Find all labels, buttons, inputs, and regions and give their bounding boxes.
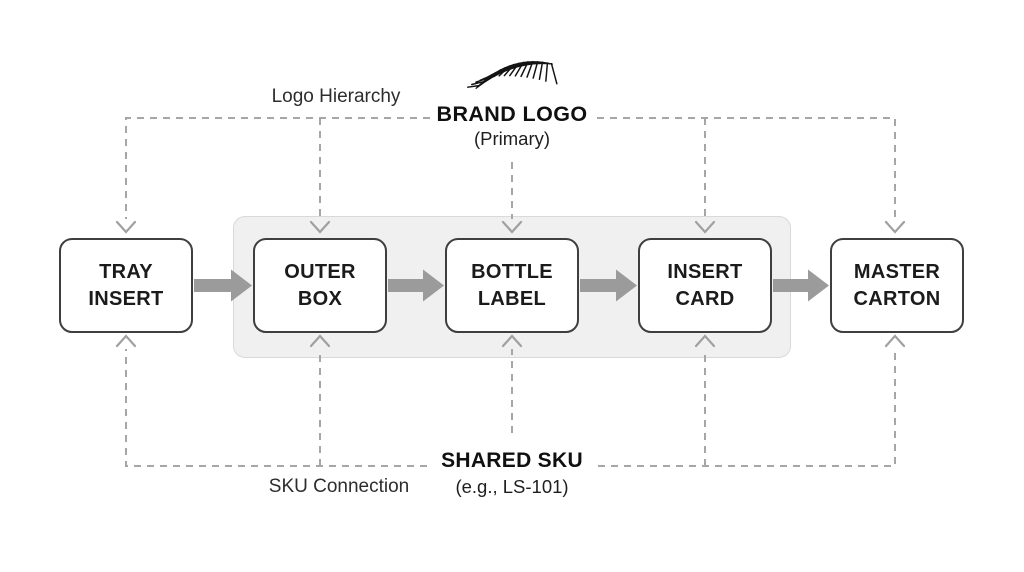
arrowhead-down-insert-card <box>694 220 716 234</box>
dashed-brand-to-master-carton <box>597 117 896 219</box>
eyelash-icon <box>464 48 561 94</box>
flow-arrow-tray-to-outer <box>194 269 252 302</box>
arrowhead-down-tray-insert <box>115 220 137 234</box>
node-master-carton: MASTER CARTON <box>830 238 964 333</box>
node-outer-box-label: OUTER BOX <box>284 261 356 310</box>
arrowhead-down-outer-box <box>309 220 331 234</box>
arrowhead-down-bottle-label <box>501 220 523 234</box>
brand-logo-title: BRAND LOGO <box>436 102 588 126</box>
arrowhead-down-master-carton <box>884 220 906 234</box>
brand-logo-subtitle: (Primary) <box>473 128 551 149</box>
node-insert-card: INSERT CARD <box>638 238 772 333</box>
logo-hierarchy-label: Logo Hierarchy <box>271 86 401 107</box>
node-outer-box: OUTER BOX <box>253 238 387 333</box>
node-bottle-label-label: BOTTLE LABEL <box>471 261 553 310</box>
arrowhead-up-master-carton <box>884 334 906 348</box>
node-bottle-label: BOTTLE LABEL <box>445 238 579 333</box>
node-insert-card-label: INSERT CARD <box>667 261 743 310</box>
flow-arrow-outer-to-bottle <box>388 269 444 302</box>
dashed-sku-to-tray-insert <box>125 349 427 467</box>
shared-sku-title: SHARED SKU <box>441 449 583 472</box>
flow-arrow-bottle-to-insert <box>580 269 637 302</box>
node-tray-insert-label: TRAY INSERT <box>88 261 164 310</box>
arrowhead-up-tray-insert <box>115 334 137 348</box>
shared-sku-subtitle: (e.g., LS-101) <box>455 476 569 497</box>
node-tray-insert: TRAY INSERT <box>59 238 193 333</box>
flow-arrow-insert-to-master <box>773 269 829 302</box>
arrowhead-up-outer-box <box>309 334 331 348</box>
sku-connection-label: SKU Connection <box>268 476 410 497</box>
node-master-carton-label: MASTER CARTON <box>853 261 941 310</box>
arrowhead-up-insert-card <box>694 334 716 348</box>
arrowhead-up-bottle-label <box>501 334 523 348</box>
dashed-brand-to-tray-insert <box>125 117 430 219</box>
